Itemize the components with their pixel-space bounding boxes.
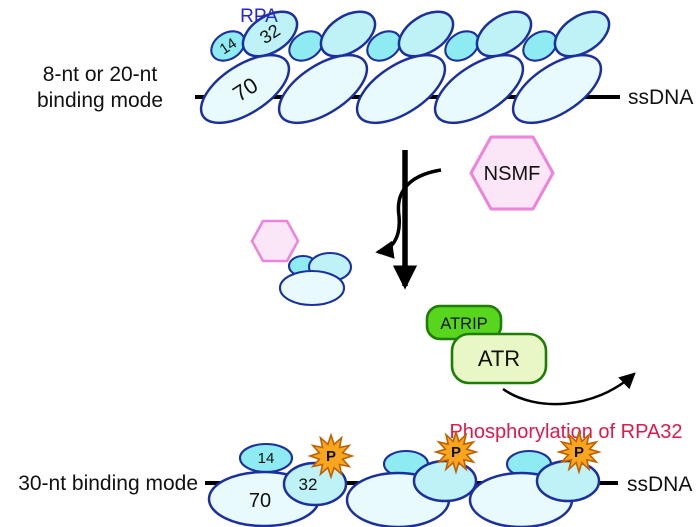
- rpa14-ellipse: [210, 30, 246, 62]
- atr-atrip-complex: ATRIP ATR: [425, 304, 548, 385]
- atrip-label: ATRIP: [440, 315, 487, 333]
- nsmf-release-arrow: [375, 168, 442, 259]
- rpa70-ellipse: [199, 53, 291, 125]
- atr-box: [450, 332, 548, 385]
- phospho-star: [307, 432, 355, 480]
- rpa-complex-phosphorylated: [468, 430, 601, 527]
- rpa32-ellipse: [241, 10, 299, 58]
- nsmf-hexagon: [469, 135, 555, 211]
- subunit-70-label: 70: [249, 490, 271, 512]
- atr-label: ATR: [478, 346, 520, 371]
- phospho-p-label: P: [326, 448, 336, 465]
- binding-mode-8-20-label-line1: 8-nt or 20-nt: [43, 63, 158, 86]
- rpa70-ellipse: [278, 269, 346, 307]
- binding-mode-30-label: 30-nt binding mode: [18, 472, 198, 495]
- ssdna-label-bottom: ssDNA: [627, 473, 692, 496]
- released-rpa-complex: [278, 251, 353, 307]
- released-nsmf-hexagon: [250, 219, 300, 263]
- binding-mode-8-20-label-line2: binding mode: [37, 89, 163, 112]
- rpa-complex-labeled: 14 32 70: [199, 10, 299, 125]
- rpa-complex-phosphorylated: [345, 430, 478, 527]
- nsmf-label: NSMF: [484, 163, 541, 185]
- subunit-14-label: 14: [217, 35, 240, 58]
- rpa-complex-phosphorylated-labeled: 14 32 70 P: [207, 432, 355, 527]
- rpa-label: RPA: [240, 6, 278, 27]
- phosphorylation-label: Phosphorylation of RPA32: [449, 421, 682, 443]
- subunit-14-label: 14: [258, 450, 275, 467]
- ssdna-label-top: ssDNA: [628, 86, 693, 109]
- subunit-32-label: 32: [299, 475, 318, 494]
- atr-activation-arrow: [502, 372, 636, 406]
